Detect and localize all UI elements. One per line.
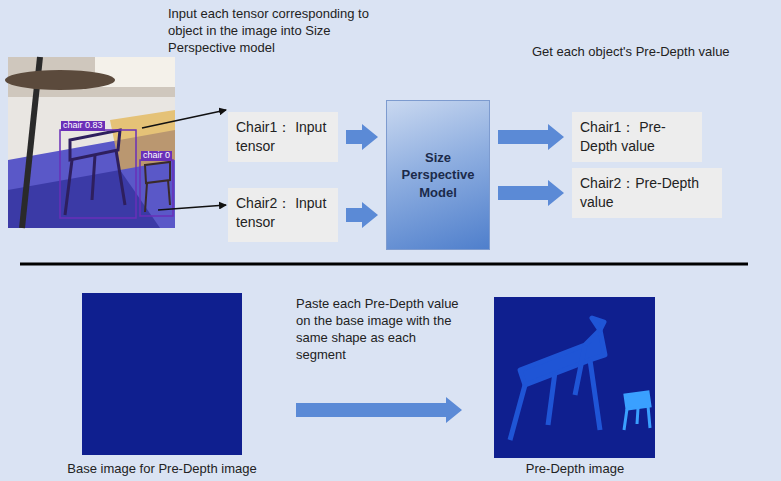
photo [5, 57, 175, 228]
node-text: Chair2： Input tensor [236, 194, 330, 232]
image-node: Pre-Depth image [470, 297, 680, 476]
input-box: Chair2： Input tensor [228, 188, 338, 242]
detection-tag: chair 0 [141, 151, 172, 161]
leader-arrow [142, 110, 226, 128]
block-arrow [498, 180, 564, 206]
divider-line [20, 263, 748, 266]
node-text: Pre-Depth image [526, 461, 624, 476]
note-text: Get each object's Pre-Depth value [532, 44, 772, 61]
node-text: Chair1： Input tensor [236, 118, 330, 156]
node-text: Chair2：Pre-Depth value [580, 174, 714, 212]
output-box: Chair2：Pre-Depth value [572, 168, 722, 218]
detection-tag: chair 0.83 [61, 121, 105, 131]
leader-arrow [158, 205, 226, 210]
model-box: Size Perspective Model [386, 100, 490, 250]
input-box: Chair1： Input tensor [228, 112, 338, 162]
node-text: Chair1： Pre-Depth value [580, 118, 694, 156]
pre-depth-image [494, 297, 655, 458]
block-arrow [346, 202, 378, 228]
block-arrow [498, 124, 564, 150]
note-text: Paste each Pre-Depth value on the base i… [296, 296, 466, 364]
note-text: Input each tensor corresponding to objec… [168, 6, 380, 57]
base-image [82, 293, 242, 455]
output-box: Chair1： Pre-Depth value [572, 112, 702, 162]
node-text: Size Perspective Model [393, 149, 483, 202]
block-arrow [296, 397, 462, 423]
block-arrow [346, 124, 378, 150]
image-node: Base image for Pre-Depth image [36, 293, 288, 476]
node-text: Base image for Pre-Depth image [67, 461, 256, 476]
